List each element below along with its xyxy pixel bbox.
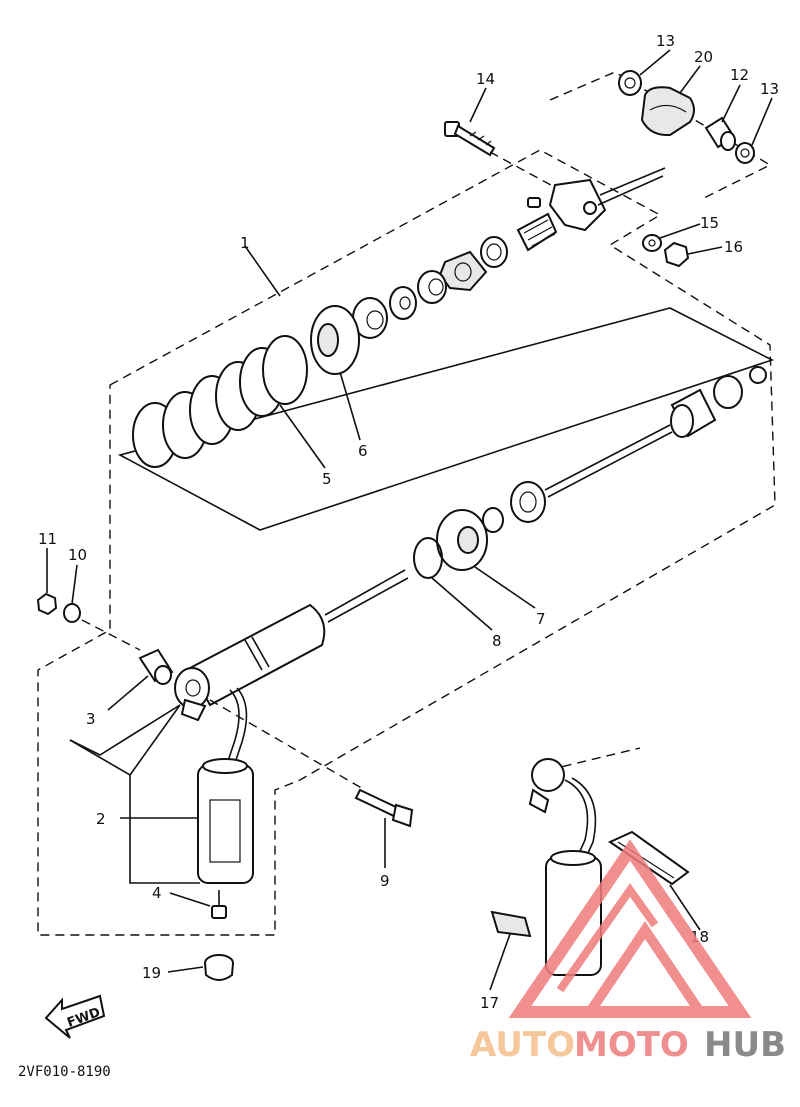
leader-16 — [687, 246, 723, 255]
axis-lower-bolt — [81, 619, 141, 651]
leader-10 — [71, 564, 78, 605]
drawing-code: 2VF010-8190 — [18, 1064, 111, 1080]
leader-1 — [244, 245, 281, 297]
group-leader-shock — [129, 704, 181, 776]
shock-absorber-body — [174, 569, 409, 773]
leader-20 — [679, 65, 701, 94]
part-12-collar — [704, 116, 736, 151]
rebound-bushing — [510, 481, 546, 523]
leader-4 — [169, 892, 211, 907]
part-13-collar-right — [735, 142, 755, 164]
small-washer-right — [749, 366, 767, 384]
assembly-boundary-outer — [37, 149, 776, 936]
threaded-rod-end — [516, 212, 558, 252]
part-8-circlip — [413, 537, 443, 579]
watermark-auto: AUTO — [470, 1025, 575, 1065]
label-part-15: 15 — [700, 214, 719, 232]
group-leader-3 — [69, 704, 181, 756]
spacer-a — [417, 270, 447, 304]
leader-6 — [339, 371, 361, 441]
part-15-washer — [642, 234, 662, 252]
leader-3 — [107, 675, 149, 711]
part-4-bleed-screw — [211, 890, 227, 919]
part-10-washer — [63, 603, 81, 623]
leader-5 — [279, 404, 326, 469]
label-part-12: 12 — [730, 66, 749, 84]
part-2-reservoir — [197, 758, 254, 884]
label-part-10: 10 — [68, 546, 87, 564]
label-part-20: 20 — [694, 48, 713, 66]
damper-rod — [544, 424, 673, 498]
leader-14 — [489, 151, 561, 191]
bump-stopper — [670, 388, 717, 438]
label-part-5: 5 — [322, 470, 332, 488]
watermark-hub: HUB — [704, 1025, 786, 1065]
fwd-arrow: FWD — [44, 994, 106, 1039]
leader-13-left — [639, 49, 671, 76]
leader-7 — [474, 566, 536, 609]
label-part-7: 7 — [536, 610, 546, 628]
part-11-nut — [36, 592, 58, 616]
label-part-19: 19 — [142, 964, 161, 982]
label-part-8: 8 — [492, 632, 502, 650]
label-part-11: 11 — [38, 530, 57, 548]
label-part-14: 14 — [476, 70, 495, 88]
part-6-spring-seat — [310, 305, 360, 375]
label-part-17: 17 — [480, 994, 499, 1012]
washer-a — [389, 286, 417, 320]
label-part-16: 16 — [724, 238, 743, 256]
part-19-cap — [204, 954, 234, 981]
part-17-rubber-pad — [490, 910, 532, 938]
part-20-cover — [640, 86, 695, 137]
part-3-collar — [138, 648, 174, 685]
lock-ring — [480, 236, 508, 268]
leader-17 — [489, 933, 511, 991]
part-14-bolt — [444, 121, 496, 157]
label-part-3: 3 — [86, 710, 96, 728]
label-part-4: 4 — [152, 884, 162, 902]
small-pin — [527, 197, 541, 208]
upper-bracket — [548, 167, 666, 232]
upper-washer-right — [713, 375, 743, 409]
adjuster-nut — [438, 250, 488, 292]
watermark-moto: MOTO — [574, 1025, 689, 1065]
small-nut-mid — [482, 507, 504, 533]
leader-12 — [721, 84, 741, 123]
label-part-13-right: 13 — [760, 80, 779, 98]
leader-8 — [431, 577, 493, 631]
part-9-bolt — [354, 788, 414, 828]
label-part-6: 6 — [358, 442, 368, 460]
part-13-collar-left — [618, 70, 642, 96]
watermark-logo-icon — [508, 839, 752, 1018]
leader-13-right — [751, 97, 773, 146]
leader-18 — [669, 884, 701, 931]
label-part-1: 1 — [240, 234, 250, 252]
leader-19 — [167, 966, 204, 973]
spring-adjuster-stack — [352, 197, 558, 339]
group-bracket-2-4 — [69, 739, 200, 884]
spring-group-outline — [117, 307, 775, 531]
assembly-boundary-top — [549, 71, 772, 201]
part-16-nut — [663, 241, 690, 268]
leader-14-label — [469, 87, 487, 123]
label-part-13-left: 13 — [656, 32, 675, 50]
label-part-2: 2 — [96, 810, 106, 828]
part-7-lower-seat — [436, 509, 488, 571]
leader-15 — [659, 223, 701, 239]
label-part-9: 9 — [380, 872, 390, 890]
part-5-coil-spring — [132, 335, 308, 468]
watermark-text: AUTO MOTO HUB — [470, 1025, 786, 1065]
